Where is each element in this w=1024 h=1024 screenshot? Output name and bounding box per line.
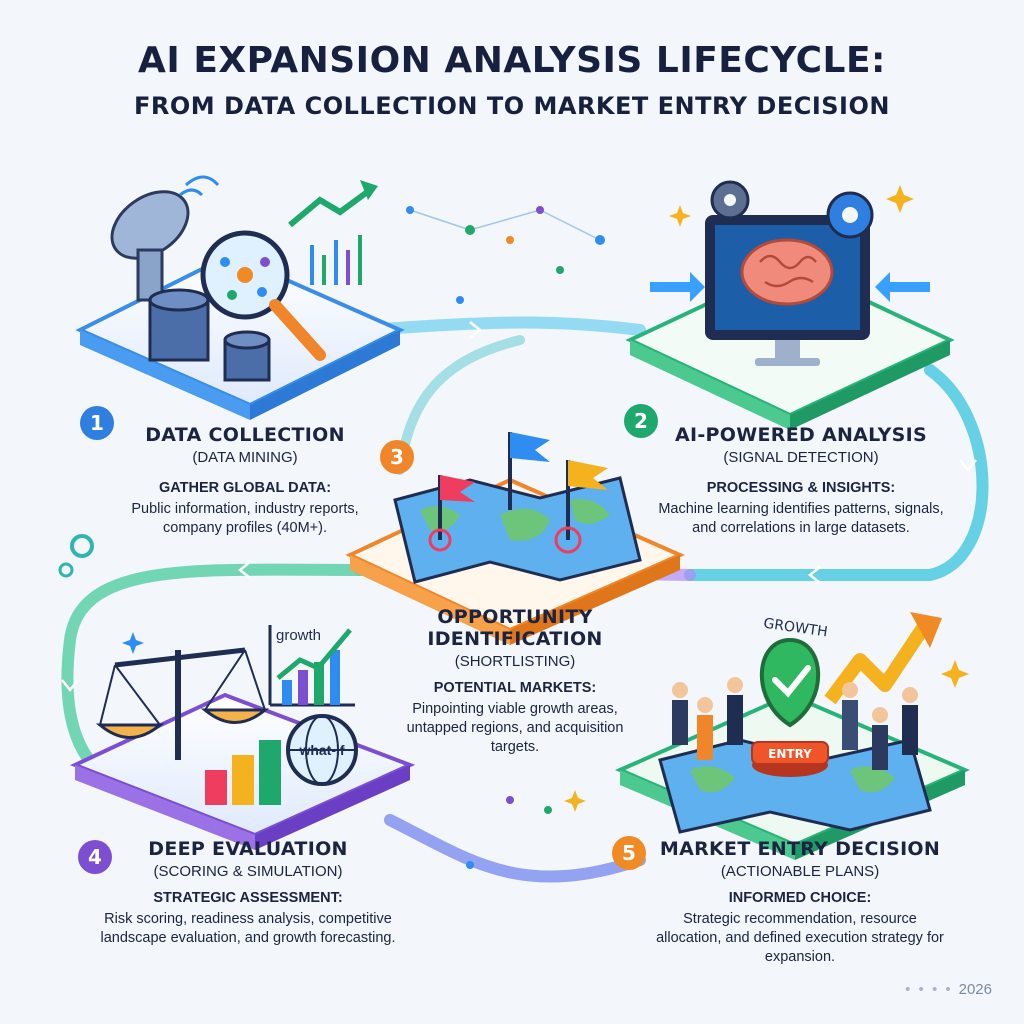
stage-1-heading: GATHER GLOBAL DATA: <box>158 480 332 496</box>
growth-arrow-label: GROWTH <box>762 616 828 641</box>
trend-arrow-icon <box>288 180 378 285</box>
magnifier-icon <box>200 230 326 361</box>
stage-3-text: OPPORTUNITY IDENTIFICATION (SHORTLISTING… <box>390 606 640 757</box>
stage-5-heading: INFORMED CHOICE: <box>728 890 872 906</box>
stage-3-badge: 3 <box>380 440 414 474</box>
flag-icons <box>428 432 608 554</box>
scale-icon <box>95 647 270 760</box>
stage-1-illustration <box>75 175 405 420</box>
entry-button-icon <box>751 741 829 777</box>
stage-2-badge: 2 <box>624 404 658 438</box>
stage-5-subtitle: (ACTIONABLE PLANS) <box>720 863 880 880</box>
stage-5-description: Strategic recommendation, resource alloc… <box>656 911 944 965</box>
stage-2-description: Machine learning identifies patterns, si… <box>658 501 944 536</box>
flow-arrow-icons <box>61 321 977 693</box>
stage-4-illustration <box>69 625 416 850</box>
map-icon <box>658 738 932 834</box>
bar-chart-icon <box>205 740 281 805</box>
sparkle-icons <box>122 185 969 812</box>
input-arrows-icon <box>650 272 930 302</box>
stage-5-illustration <box>614 612 971 860</box>
stage-3-description: Pinpointing viable growth areas, untappe… <box>406 701 624 755</box>
year-text: 2026 <box>958 981 992 998</box>
stage-3-heading: POTENTIAL MARKETS: <box>433 680 597 696</box>
stage-4-badge: 4 <box>78 840 112 874</box>
stage-2-title: AI-POWERED ANALYSIS <box>674 424 928 446</box>
map-icon <box>393 476 642 584</box>
gear-icon <box>710 180 874 239</box>
stage-2-illustration <box>625 180 955 430</box>
stage-2-subtitle: (SIGNAL DETECTION) <box>723 449 879 466</box>
small-gear-icon <box>58 534 94 578</box>
stage-1-description: Public information, industry reports, co… <box>131 501 359 536</box>
network-dots-icon <box>406 206 605 869</box>
entry-button-label: ENTRY <box>768 747 812 761</box>
growth-arrow-icon <box>824 612 942 705</box>
stage-4-text: DEEP EVALUATION (SCORING & SIMULATION) S… <box>98 838 398 948</box>
page-title: AI EXPANSION ANALYSIS LIFECYCLE: <box>138 40 886 81</box>
what-if-label: what-if <box>298 742 344 758</box>
stage-1-badge: 1 <box>80 406 114 440</box>
stage-1-subtitle: (DATA MINING) <box>192 449 298 466</box>
stage-3-title: OPPORTUNITY IDENTIFICATION <box>427 606 603 650</box>
stage-2-text: AI-POWERED ANALYSIS (SIGNAL DETECTION) P… <box>656 424 946 538</box>
stage-4-title: DEEP EVALUATION <box>148 838 348 860</box>
stage-4-heading: STRATEGIC ASSESSMENT: <box>153 890 343 906</box>
brain-icon <box>740 238 834 306</box>
stage-3-illustration <box>345 432 685 645</box>
people-icon <box>672 677 918 770</box>
stage-5-title: MARKET ENTRY DECISION <box>659 838 941 860</box>
what-if-globe-icon <box>286 714 358 786</box>
satellite-dish-icon <box>110 175 220 302</box>
page-subtitle: FROM DATA COLLECTION TO MARKET ENTRY DEC… <box>134 92 890 120</box>
dots-decoration: • • • • <box>905 981 953 998</box>
stage-4-subtitle: (SCORING & SIMULATION) <box>153 863 343 880</box>
database-icon <box>148 288 271 382</box>
stage-5-badge: 5 <box>612 836 646 870</box>
stage-1-title: DATA COLLECTION <box>145 424 345 446</box>
stage-3-subtitle: (SHORTLISTING) <box>454 653 576 670</box>
year-label: • • • • 2026 <box>905 981 992 998</box>
stage-1-text: DATA COLLECTION (DATA MINING) GATHER GLO… <box>110 424 380 538</box>
stage-2-heading: PROCESSING & INSIGHTS: <box>706 480 896 496</box>
location-check-icon <box>759 637 821 728</box>
stage-4-description: Risk scoring, readiness analysis, compet… <box>100 911 396 946</box>
stage-5-text: MARKET ENTRY DECISION (ACTIONABLE PLANS)… <box>650 838 950 967</box>
growth-chart-label: growth <box>276 627 321 644</box>
growth-chart-icon <box>268 625 355 707</box>
